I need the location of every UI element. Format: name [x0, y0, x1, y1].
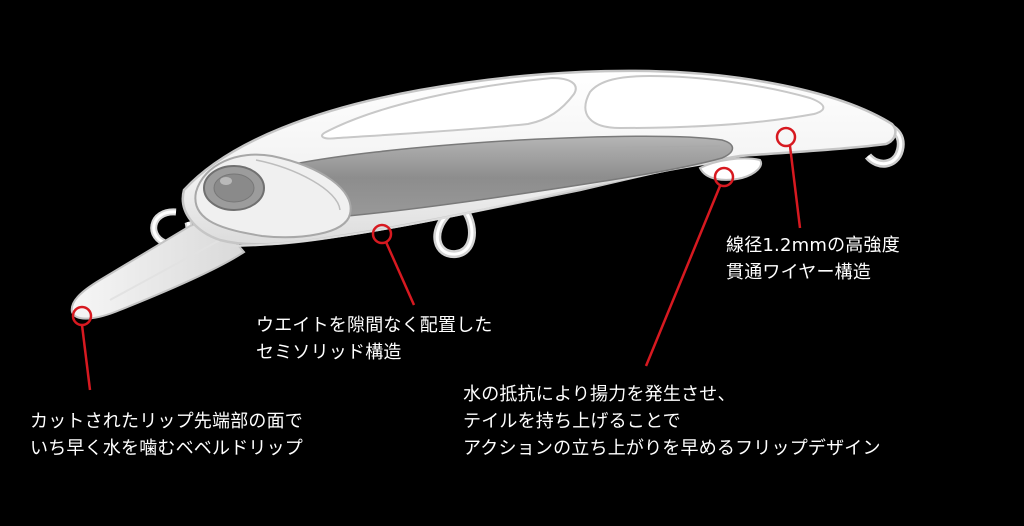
bevel-lip: [70, 222, 246, 320]
callout-weight-line-1: ウエイトを隙間なく配置した: [256, 315, 493, 336]
callout-flip-line-2: テイルを持ち上げることで: [463, 411, 681, 432]
callout-lip-marker: [71, 305, 93, 391]
callout-wire-line-1: 線径1.2mmの高強度: [726, 235, 900, 256]
callout-weight-marker: [371, 223, 416, 306]
callout-bevel-lip-text: カットされたリップ先端部の面で いち早く水を噛むベベルドリップ: [30, 408, 303, 462]
callout-lip-line-2: いち早く水を噛むベベルドリップ: [30, 438, 303, 459]
callout-flip-design-text: 水の抵抗により揚力を発生させ、 テイルを持ち上げることで アクションの立ち上がり…: [463, 381, 881, 462]
dorsal-windows: [321, 74, 825, 140]
lure-eye: [203, 165, 265, 211]
callout-flip-line-3: アクションの立ち上がりを早めるフリップデザイン: [463, 438, 881, 459]
callout-flip-line-1: 水の抵抗により揚力を発生させ、: [463, 384, 736, 405]
callout-weight-line-2: セミソリッド構造: [256, 342, 402, 363]
callout-through-wire-text: 線径1.2mmの高強度 貫通ワイヤー構造: [726, 232, 900, 286]
callout-lip-line-1: カットされたリップ先端部の面で: [30, 411, 303, 432]
callout-flip-marker: [644, 166, 735, 367]
belly-hook-eye: [433, 209, 476, 259]
callout-wire-line-2: 貫通ワイヤー構造: [726, 262, 872, 283]
callout-semi-solid-text: ウエイトを隙間なく配置した セミソリッド構造: [256, 312, 493, 366]
callout-wire-marker: [775, 126, 802, 229]
